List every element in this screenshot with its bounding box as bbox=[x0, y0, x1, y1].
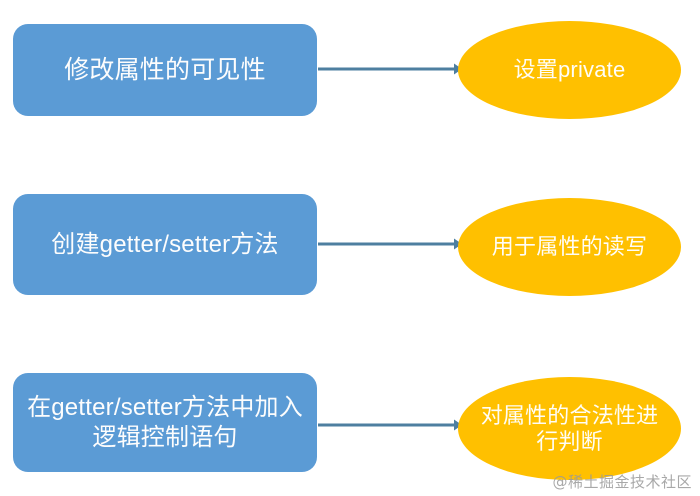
watermark: @稀土掘金技术社区 bbox=[552, 473, 692, 491]
result-ellipse-label: 对属性的合法性进行判断 bbox=[480, 402, 659, 454]
connector-arrow-3 bbox=[318, 414, 462, 436]
process-box-label: 修改属性的可见性 bbox=[64, 55, 266, 84]
result-ellipse-set-private[interactable]: 设置private bbox=[458, 21, 681, 119]
result-ellipse-read-write[interactable]: 用于属性的读写 bbox=[458, 198, 681, 296]
process-box-modify-visibility[interactable]: 修改属性的可见性 bbox=[13, 24, 317, 116]
process-box-label: 创建getter/setter方法 bbox=[51, 230, 279, 258]
arrow-icon bbox=[318, 238, 462, 250]
process-box-create-getter-setter[interactable]: 创建getter/setter方法 bbox=[13, 194, 317, 295]
process-box-label: 在getter/setter方法中加入逻辑控制语句 bbox=[27, 394, 303, 451]
connector-arrow-2 bbox=[318, 233, 462, 255]
connector-arrow-1 bbox=[318, 58, 462, 80]
process-box-add-logic-control[interactable]: 在getter/setter方法中加入逻辑控制语句 bbox=[13, 373, 317, 472]
arrow-icon bbox=[318, 63, 462, 75]
arrow-icon bbox=[318, 419, 462, 431]
result-ellipse-label: 设置private bbox=[513, 57, 626, 83]
result-ellipse-label: 用于属性的读写 bbox=[491, 234, 648, 260]
result-ellipse-validity-check[interactable]: 对属性的合法性进行判断 bbox=[458, 377, 681, 480]
